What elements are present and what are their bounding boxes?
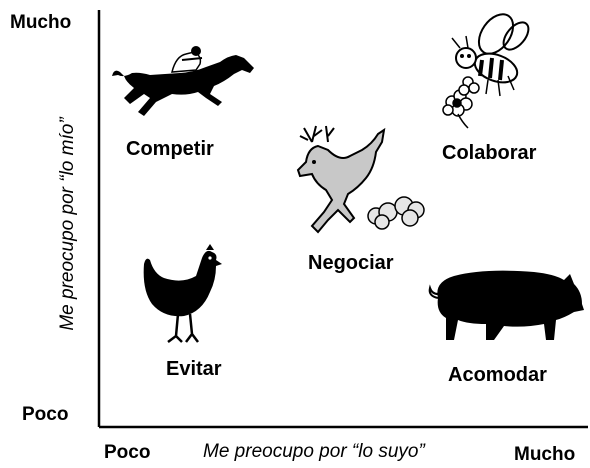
y-axis-title: Me preocupo por “lo mío” xyxy=(57,117,78,331)
label-negociar: Negociar xyxy=(308,252,394,274)
label-acomodar: Acomodar xyxy=(448,364,547,386)
label-competir: Competir xyxy=(126,138,214,160)
y-axis-high-label: Mucho xyxy=(10,12,72,33)
label-evitar: Evitar xyxy=(166,358,222,380)
x-axis-title: Me preocupo por “lo suyo” xyxy=(203,441,425,462)
y-axis-low-label: Poco xyxy=(22,404,69,425)
bee-flowers-icon xyxy=(442,13,530,129)
x-axis-high-label: Mucho xyxy=(514,444,576,465)
x-axis-low-label: Poco xyxy=(104,442,151,463)
horse-jockey-icon xyxy=(112,46,254,116)
hen-icon xyxy=(143,244,222,343)
deer-icon xyxy=(296,125,425,234)
label-colaborar: Colaborar xyxy=(442,142,537,164)
pig-icon xyxy=(428,270,584,340)
